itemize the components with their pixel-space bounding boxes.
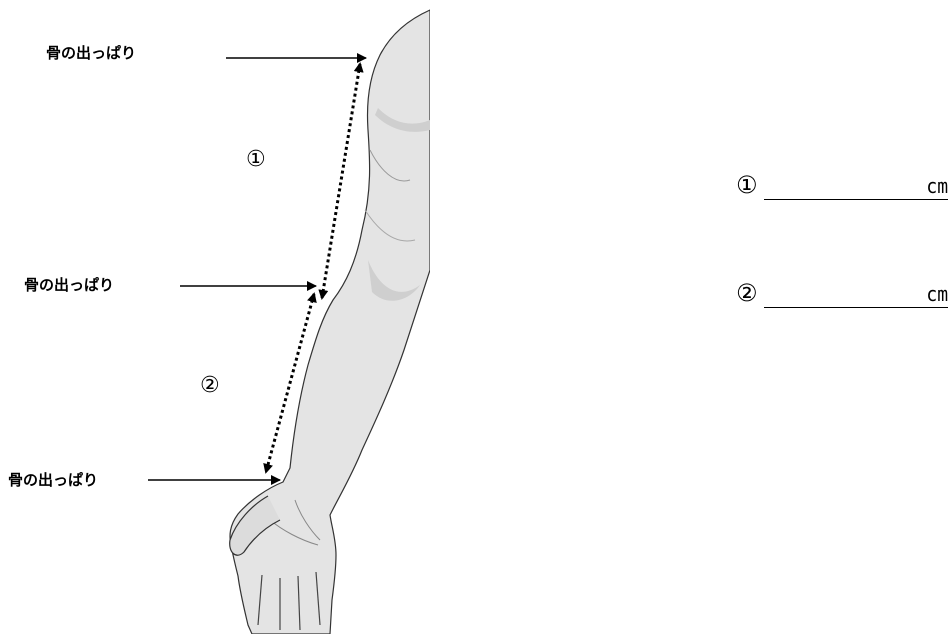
answer-row-2[interactable]: ② cm	[736, 280, 948, 308]
answer-line[interactable]	[764, 307, 948, 308]
answer-unit: cm	[926, 174, 948, 198]
landmark-label-elbow: 骨の出っぱり	[24, 276, 114, 294]
landmark-label-shoulder: 骨の出っぱり	[46, 44, 136, 62]
segment-label-forearm: ②	[200, 374, 220, 398]
answer-label: ②	[736, 280, 758, 306]
segment-label-upper-arm: ①	[246, 148, 266, 172]
answer-line[interactable]	[764, 199, 948, 200]
answer-unit: cm	[926, 282, 948, 306]
answer-label: ①	[736, 172, 758, 198]
arm-shape	[230, 10, 430, 634]
arm-illustration	[230, 10, 430, 634]
answer-row-1[interactable]: ① cm	[736, 172, 948, 200]
landmark-label-wrist: 骨の出っぱり	[8, 471, 98, 489]
